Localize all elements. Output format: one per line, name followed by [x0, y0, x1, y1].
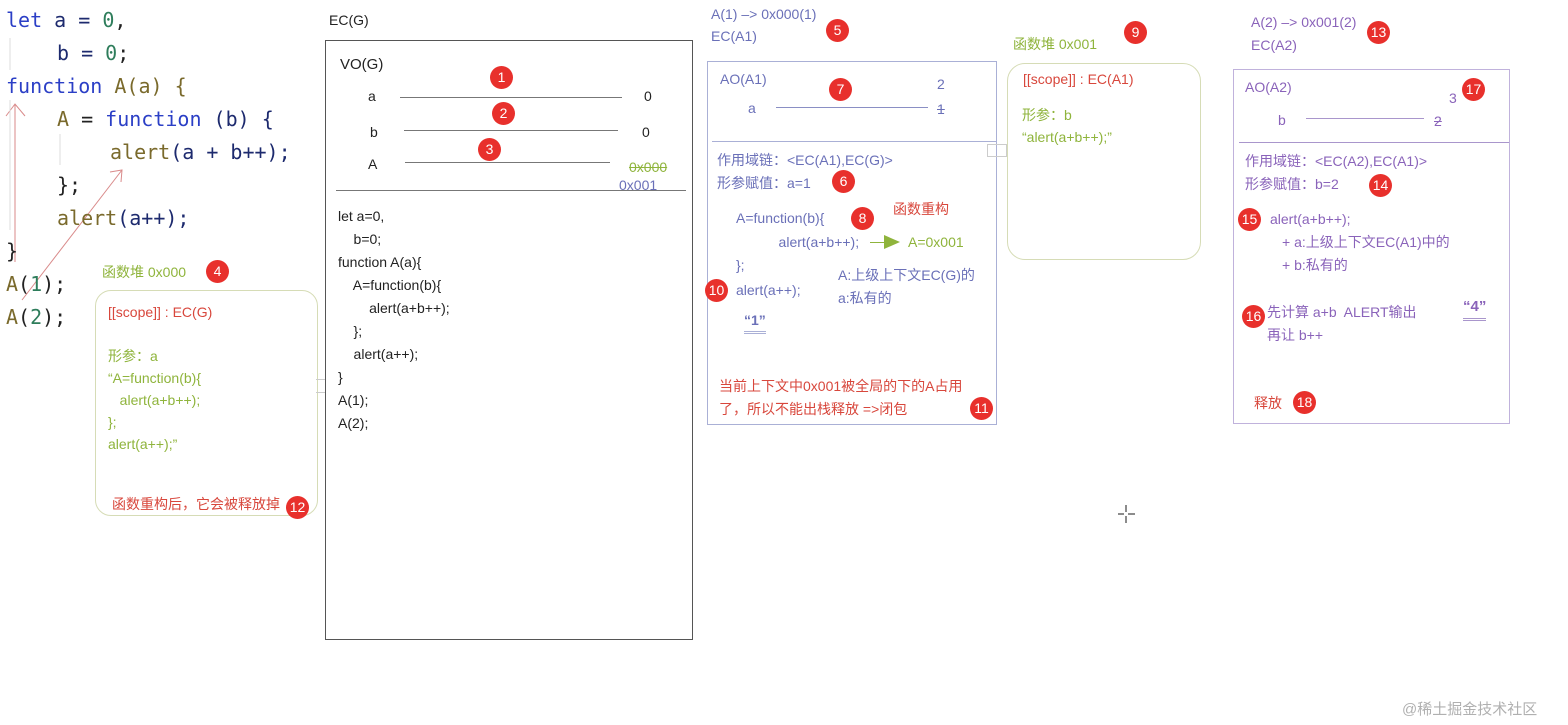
heap0-box: [[scope]] : EC(G) 形参：a “A=function(b){ a…	[95, 290, 318, 516]
var-name: b	[1278, 112, 1286, 128]
step-badge: 8	[851, 207, 874, 230]
scope-chain: 作用域链：<EC(A2),EC(A1)>	[1245, 153, 1428, 169]
scope-chain: 作用域链：<EC(A1),EC(G)>	[717, 152, 893, 168]
param-assign: 形参赋值：b=2	[1245, 176, 1339, 192]
code-line: };	[736, 257, 745, 273]
assign-value: A=0x001	[908, 234, 964, 250]
heap0-body-line: “A=function(b){	[108, 370, 201, 386]
heap0-body-line: };	[108, 414, 117, 430]
rebuild-label: 函数重构	[893, 201, 949, 217]
code-line: A=function(b){	[736, 210, 825, 226]
step-badge: 11	[970, 397, 993, 420]
heap1-body: “alert(a+b++);”	[1022, 129, 1112, 145]
eca2-call: A(2) –> 0x001(2)	[1251, 14, 1357, 30]
pointer-connector	[987, 144, 1007, 157]
step-badge: 1	[490, 66, 513, 89]
step-badge: 9	[1124, 21, 1147, 44]
var-value: 0	[642, 124, 650, 140]
var-value-new: 3	[1449, 90, 1457, 106]
alert-output: “4”	[1463, 296, 1487, 321]
alert-line: alert(a+b++);	[1270, 211, 1351, 227]
heap0-body-line: alert(a++);”	[108, 436, 178, 452]
heap1-param: 形参：b	[1022, 107, 1072, 123]
param-assign: 形参赋值：a=1	[717, 175, 811, 191]
cursor-icon	[1118, 505, 1135, 523]
step-badge: 15	[1238, 208, 1261, 231]
var-value-old: 0x000	[629, 159, 668, 175]
ao-title: AO(A2)	[1245, 79, 1292, 95]
ao-title: AO(A1)	[720, 71, 767, 87]
release-label: 释放	[1254, 395, 1282, 411]
alert-line: alert(a++);	[736, 282, 801, 298]
eca1-call: A(1) –> 0x000(1)	[711, 6, 817, 22]
var-value-old: 1	[937, 101, 945, 117]
eca2-box: AO(A2) b 2 3 作用域链：<EC(A2),EC(A1)> 形参赋值：b…	[1233, 69, 1510, 424]
note-line: A:上级上下文EC(G)的	[838, 267, 975, 283]
heap0-note: 函数重构后，它会被释放掉	[112, 496, 280, 512]
step-badge: 6	[832, 170, 855, 193]
ecg-title: EC(G)	[329, 12, 369, 28]
ecg-code: let a=0, b=0;function A(a){ A=function(b…	[338, 208, 450, 431]
code-line-9: A(1);	[6, 272, 67, 296]
var-value-new: 2	[937, 76, 945, 92]
heap1-scope: [[scope]] : EC(A1)	[1023, 71, 1134, 87]
step-badge: 13	[1367, 21, 1390, 44]
var-name: a	[368, 88, 376, 104]
step-badge: 4	[206, 260, 229, 283]
ecg-box: VO(G) a 0 b 0 A 0x000 0x001 let a=0, b=0…	[325, 40, 693, 640]
code-line-5: alert(a + b++);	[110, 140, 291, 164]
step-badge: 3	[478, 138, 501, 161]
code-line: alert(a+b++);	[763, 234, 860, 250]
code-line-3: function A(a) {	[6, 74, 187, 98]
heap0-param: 形参：a	[108, 348, 158, 364]
var-value-old: 2	[1434, 113, 1442, 129]
heap0-body-line: alert(a+b++);	[108, 392, 201, 408]
heap0-scope: [[scope]] : EC(G)	[108, 304, 213, 320]
code-line-4: A = function (b) {	[57, 107, 274, 131]
arrow-line	[870, 242, 884, 243]
step-badge: 7	[829, 78, 852, 101]
step-badge: 14	[1369, 174, 1392, 197]
step-badge: 10	[705, 279, 728, 302]
watermark: @稀土掘金技术社区	[1402, 701, 1538, 718]
step-badge: 5	[826, 19, 849, 42]
step-badge: 18	[1293, 391, 1316, 414]
arrow-a2-to-alert	[21, 169, 123, 301]
eca1-title: EC(A1)	[711, 28, 757, 44]
var-name: A	[368, 156, 378, 172]
code-line-8: }	[6, 239, 19, 263]
eca2-title: EC(A2)	[1251, 37, 1297, 53]
code-line-1: let a = 0,	[6, 8, 127, 32]
vo-title: VO(G)	[340, 56, 384, 73]
note-line: + b:私有的	[1282, 257, 1348, 273]
step-badge: 12	[286, 496, 309, 519]
var-value: 0	[644, 88, 652, 104]
var-name: b	[370, 124, 378, 140]
eca1-box: AO(A1) a 2 1 作用域链：<EC(A1),EC(G)> 形参赋值：a=…	[707, 61, 997, 425]
var-name: a	[748, 100, 756, 116]
code-line-10: A(2);	[6, 305, 67, 329]
note-line: a:私有的	[838, 290, 892, 306]
heap1-box: [[scope]] : EC(A1) 形参：b “alert(a+b++);”	[1007, 63, 1201, 260]
heap1-title: 函数堆 0x001	[1013, 36, 1098, 52]
calc-line: 先计算 a+b ALERT输出	[1267, 304, 1417, 320]
closure-note: 了，所以不能出栈释放 =>闭包	[719, 401, 908, 417]
calc-line: 再让 b++	[1267, 327, 1324, 343]
code-line-2: b = 0;	[57, 41, 130, 65]
step-badge: 17	[1462, 78, 1485, 101]
note-line: + a:上级上下文EC(A1)中的	[1282, 234, 1450, 250]
heap0-title: 函数堆 0x000	[102, 264, 187, 280]
var-value: 0x001	[619, 177, 658, 193]
code-line-7: alert(a++);	[57, 206, 190, 230]
closure-note: 当前上下文中0x001被全局的下的A占用	[719, 378, 963, 394]
code-line-6: };	[57, 173, 82, 197]
arrow-right-icon	[884, 235, 900, 249]
step-badge: 2	[492, 102, 515, 125]
alert-output: “1”	[744, 309, 766, 334]
step-badge: 16	[1242, 305, 1265, 328]
